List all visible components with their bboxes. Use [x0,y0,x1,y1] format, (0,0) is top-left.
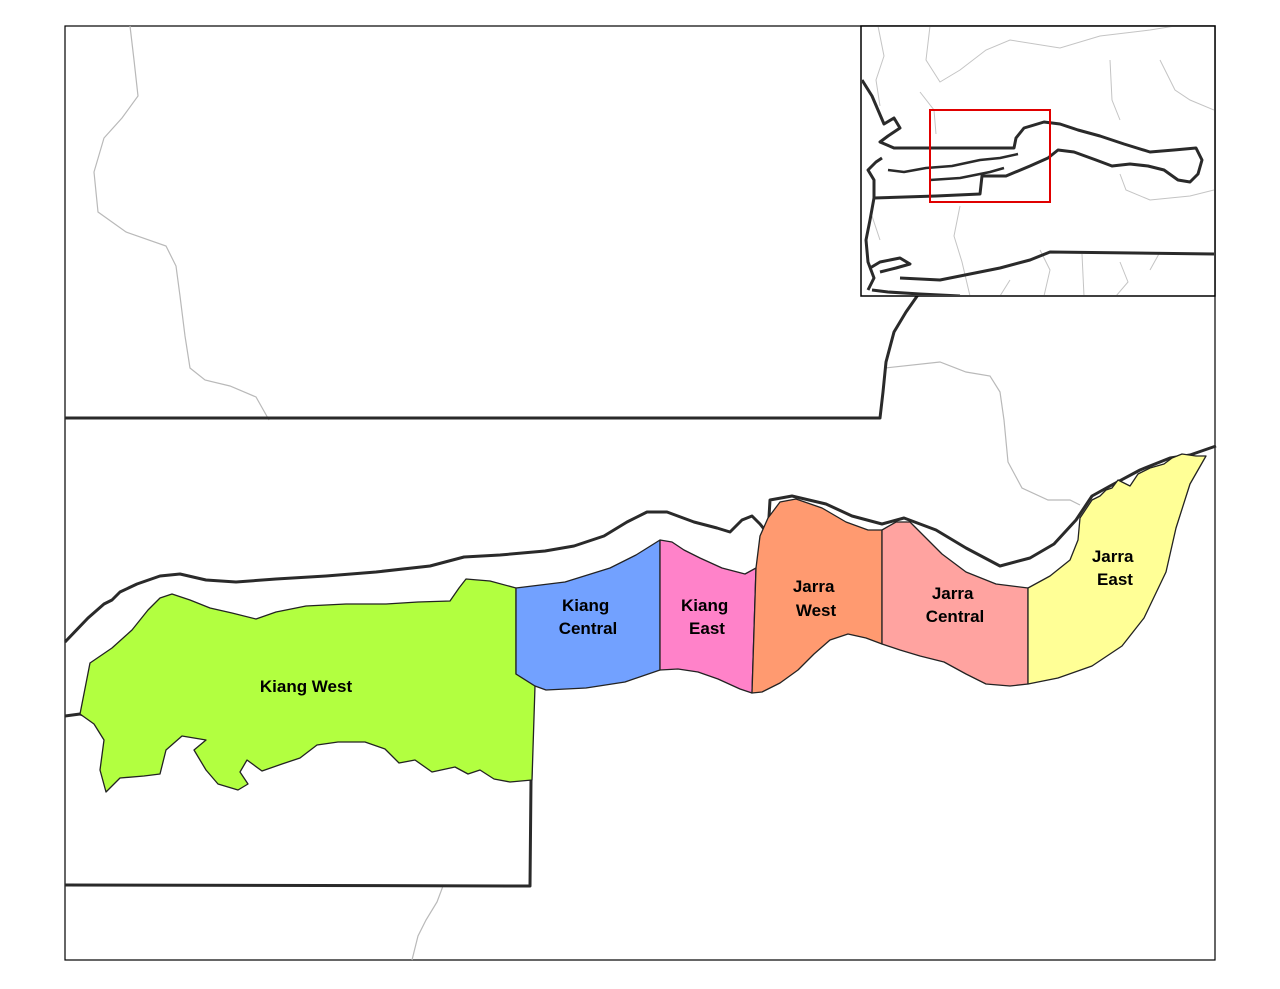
district-jarra-east[interactable] [1027,453,1207,685]
inset-locator-box [929,109,1051,203]
label-kiang-central-line2: Central [559,619,618,638]
minor-boundary-north [93,25,270,421]
label-kiang-west-line1: Kiang West [260,677,353,696]
label-jarra-east-line2: East [1097,570,1133,589]
minor-boundary-east [884,361,1081,506]
label-jarra-east-line1: Jarra [1092,547,1134,566]
label-jarra-east: Jarra East [1092,547,1138,589]
label-kiang-east: Kiang East [681,596,733,638]
district-kiang-central[interactable] [515,539,661,691]
label-jarra-central-line1: Jarra [932,584,974,603]
border-river-north-bank [63,444,1217,644]
label-kiang-central: Kiang Central [559,596,618,638]
label-kiang-east-line2: East [689,619,725,638]
label-jarra-west: Jarra West [793,577,839,620]
district-kiang-west[interactable] [79,578,536,793]
inset-river [887,152,1019,182]
label-kiang-west: Kiang West [260,677,353,696]
inset-southern-border [869,250,1214,295]
label-kiang-central-line1: Kiang [562,596,609,615]
label-jarra-west-line1: Jarra [793,577,835,596]
inset-locator-map [860,25,1216,297]
inset-outer-border [862,79,1204,291]
minor-boundary-south [411,885,444,961]
label-jarra-central-line2: Central [926,607,985,626]
label-jarra-west-line2: West [796,601,837,620]
label-jarra-central: Jarra Central [926,584,985,626]
label-kiang-east-line1: Kiang [681,596,728,615]
